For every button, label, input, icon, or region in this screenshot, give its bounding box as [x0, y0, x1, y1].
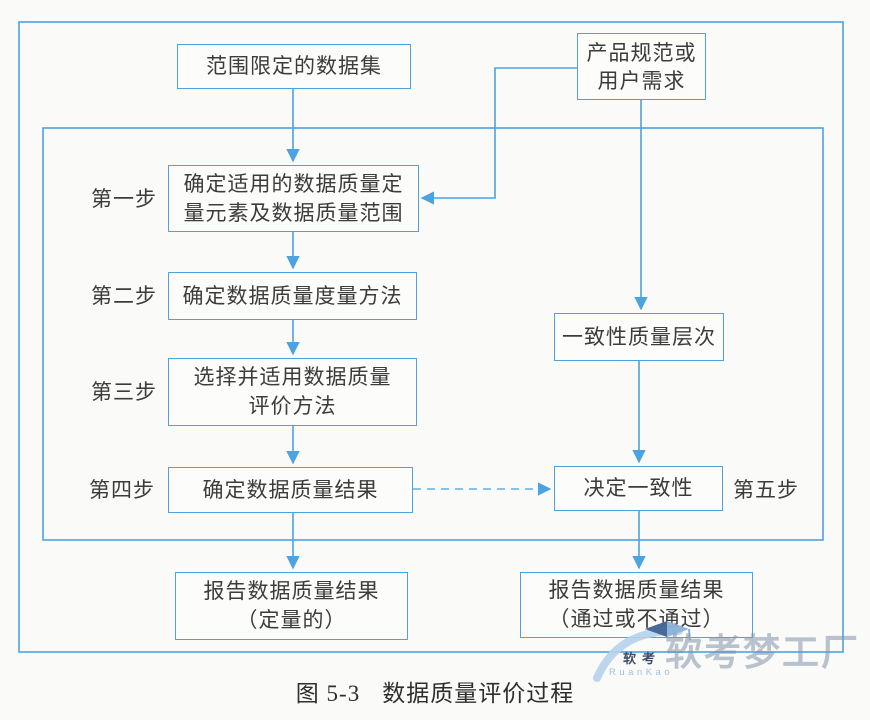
node-step4-determine-quality-result: 确定数据质量结果 [168, 467, 413, 513]
label-step1: 第一步 [91, 187, 157, 211]
label-step2: 第二步 [91, 284, 157, 308]
node-conformance-quality-level: 一致性质量层次 [554, 313, 724, 361]
node-report-quantitative-result: 报告数据质量结果 （定量的） [175, 572, 408, 640]
label-step3: 第三步 [91, 380, 157, 404]
figure-caption: 图 5-3 数据质量评价过程 [0, 674, 870, 708]
node-report-pass-fail-result: 报告数据质量结果 （通过或不通过） [520, 572, 753, 638]
figure-caption-number: 图 5-3 [295, 681, 361, 706]
node-decide-conformance: 决定一致性 [554, 466, 723, 511]
inner-process-frame [42, 127, 824, 541]
node-product-spec-or-user-requirements: 产品规范或 用户需求 [577, 33, 706, 100]
label-step4: 第四步 [89, 478, 155, 502]
node-step2-define-measurement-method: 确定数据质量度量方法 [168, 272, 417, 320]
node-step1-define-quality-elements-scope: 确定适用的数据质量定 量元素及数据质量范围 [168, 165, 419, 232]
figure-caption-title: 数据质量评价过程 [382, 681, 575, 706]
arrow-spec-to-step1 [420, 67, 577, 205]
outer-frame [18, 21, 844, 653]
node-limited-dataset: 范围限定的数据集 [177, 44, 411, 89]
node-step3-select-apply-evaluation-method: 选择并适用数据质量 评价方法 [168, 358, 417, 426]
label-step5: 第五步 [733, 478, 799, 502]
